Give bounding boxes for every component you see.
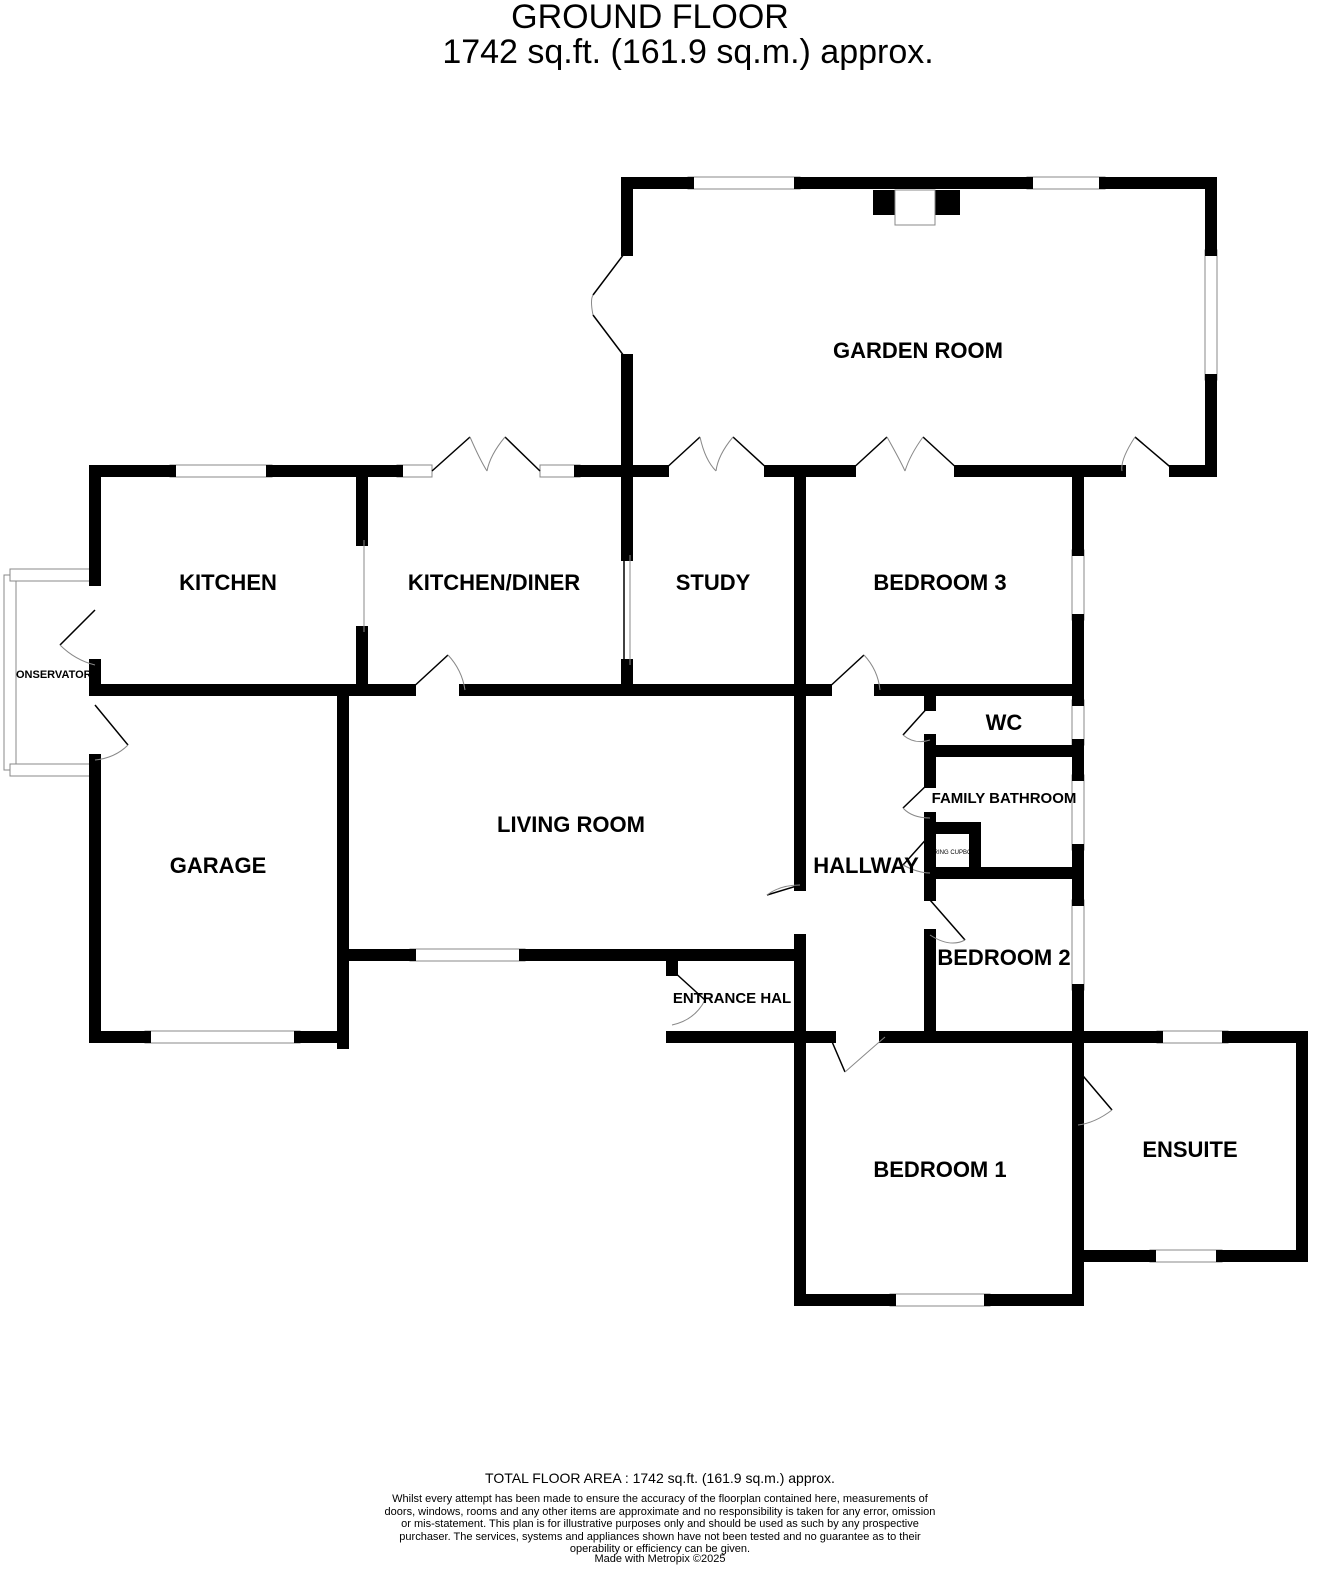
room-label-wc: WC bbox=[986, 710, 1023, 735]
credit: Made with Metropix ©2025 bbox=[594, 1553, 726, 1565]
room-label-family-bathroom: FAMILY BATHROOM bbox=[932, 790, 1077, 807]
doors bbox=[59, 249, 1176, 1126]
room-label-kitchen-diner: KITCHEN/DINER bbox=[408, 570, 580, 595]
room-label-bedroom-2: BEDROOM 2 bbox=[937, 945, 1070, 970]
room-label-garage: GARAGE bbox=[170, 853, 267, 878]
room-label-ensuite: ENSUITE bbox=[1142, 1137, 1237, 1162]
room-label-garden-room: GARDEN ROOM bbox=[833, 338, 1003, 363]
room-label-airing-cupboard: AIRING CUPBOA bbox=[928, 850, 976, 856]
floor-area: 1742 sq.ft. (161.9 sq.m.) approx. bbox=[442, 33, 934, 71]
room-label-bedroom-1: BEDROOM 1 bbox=[873, 1157, 1006, 1182]
room-label-entrance-hall: ENTRANCE HAL bbox=[673, 990, 791, 1007]
room-label-kitchen: KITCHEN bbox=[179, 570, 277, 595]
total-floor-area: TOTAL FLOOR AREA : 1742 sq.ft. (161.9 sq… bbox=[485, 1470, 835, 1486]
room-label-living-room: LIVING ROOM bbox=[497, 812, 645, 837]
walls bbox=[89, 177, 1308, 1306]
floor-title: GROUND FLOOR bbox=[511, 0, 789, 36]
disclaimer: Whilst every attempt has been made to en… bbox=[384, 1493, 936, 1555]
room-label-study: STUDY bbox=[676, 570, 751, 595]
room-label-conservatory: ONSERVATORY bbox=[16, 669, 99, 681]
room-label-hallway: HALLWAY bbox=[813, 853, 919, 878]
room-label-bedroom-3: BEDROOM 3 bbox=[873, 570, 1006, 595]
